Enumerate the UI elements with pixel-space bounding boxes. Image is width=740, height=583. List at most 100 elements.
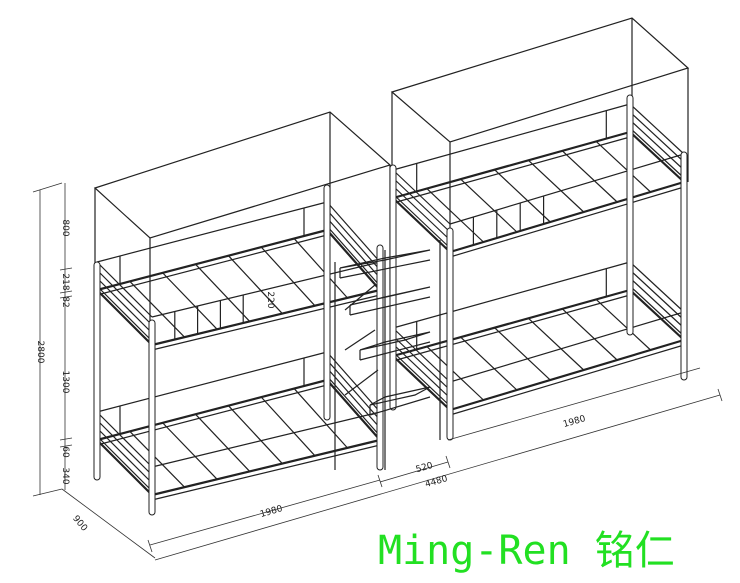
right-bed-canopy bbox=[390, 17, 690, 143]
left-bed-canopy bbox=[93, 111, 392, 239]
ladder-step-edge bbox=[369, 396, 431, 416]
ladder-step-edge bbox=[349, 296, 431, 316]
left-bed-upper-end-panel bbox=[96, 285, 153, 342]
left-bed-post bbox=[323, 184, 331, 421]
right-bed-post bbox=[389, 164, 397, 411]
right-bed-lower-slat bbox=[460, 336, 518, 391]
dim-bottom-clearance: 340 bbox=[60, 467, 70, 484]
left-bed-lower-guardrail bbox=[96, 351, 328, 413]
left-bed-upper-end-panel bbox=[326, 225, 381, 287]
dimension-lines bbox=[32, 182, 723, 561]
dim-total-height: 2800 bbox=[35, 341, 45, 364]
left-bed-upper-slat bbox=[162, 272, 218, 330]
left-bed-upper-end-panel bbox=[96, 269, 153, 326]
left-bed-upper-guardrail bbox=[96, 201, 328, 263]
dim-lower-frame: 60 bbox=[60, 446, 70, 458]
ladder-brace bbox=[344, 329, 376, 351]
right-bed-lower-back-rail bbox=[392, 294, 631, 362]
left-bed-lower-slat bbox=[129, 431, 185, 488]
right-bed-lower-slat bbox=[528, 317, 585, 371]
left-bed-lower-end-panel bbox=[326, 375, 381, 437]
left-bed-upper-slat bbox=[293, 238, 348, 299]
left-bed-lower-front-rail bbox=[151, 438, 381, 497]
left-bed-upper-end-rail bbox=[326, 229, 381, 291]
right-bed-upper-front-rail bbox=[449, 180, 685, 254]
left-bed-upper-slat bbox=[129, 281, 185, 338]
left-bed-lower-front-rail bbox=[151, 444, 381, 501]
right-bed-post bbox=[626, 94, 634, 336]
left-bed-upper-slat bbox=[260, 246, 316, 307]
left-bed-upper-end-panel bbox=[96, 261, 153, 318]
left-bed-upper-back-rail bbox=[96, 228, 328, 292]
left-bed-upper-back-rail bbox=[96, 234, 328, 296]
right-bed-lower-end-panel bbox=[392, 327, 451, 383]
dim-middle-span: 1300 bbox=[60, 371, 70, 394]
brand-watermark: Ming-Ren 铭仁 bbox=[378, 528, 675, 574]
left-bed-lower-end-rail bbox=[96, 439, 153, 496]
right-bed-upper-end-panel bbox=[629, 127, 685, 179]
right-bed-upper-end-panel bbox=[392, 177, 451, 233]
left-bed-lower-end-panel bbox=[326, 367, 381, 429]
right-bed-lower-slat bbox=[494, 327, 551, 381]
right-bed-lower-end-panel bbox=[629, 277, 685, 329]
left-bed-lower-back-rail bbox=[96, 378, 328, 442]
left-bed-upper-guardrail bbox=[151, 261, 381, 318]
right-bed-upper-slat bbox=[528, 159, 585, 213]
bed-structures bbox=[93, 17, 690, 516]
left-bed-upper-end-panel bbox=[96, 277, 153, 334]
left-bed-upper-end-panel bbox=[326, 209, 381, 271]
dim-upper-frame: 82 bbox=[60, 296, 70, 307]
dim-canopy-height: 800 bbox=[60, 219, 70, 236]
left-bed-lower-back-rail bbox=[96, 384, 328, 446]
dim-guardrail-height: 220 bbox=[265, 291, 275, 308]
right-bed-upper-back-rail bbox=[392, 136, 631, 204]
left-bed-upper-slat bbox=[195, 263, 251, 322]
ladder-step-edge bbox=[359, 341, 431, 361]
left-bed-lower-slat bbox=[227, 405, 283, 464]
left-bed-lower-guardrail bbox=[151, 411, 381, 468]
dim-bed-length-right: 1980 bbox=[562, 414, 587, 430]
right-bed-upper-slat bbox=[595, 140, 651, 193]
left-bed-lower-end-panel bbox=[96, 419, 153, 476]
left-bed-lower-slat bbox=[293, 388, 348, 449]
left-bed-upper-front-rail bbox=[151, 288, 381, 347]
right-bed-lower-end-rail bbox=[629, 289, 685, 341]
left-bed-post bbox=[148, 319, 156, 516]
dim-total-length: 4480 bbox=[424, 474, 449, 490]
right-bed-lower-end-panel bbox=[629, 285, 685, 337]
right-bed-lower-front-rail bbox=[449, 344, 685, 416]
right-bed-upper-end-panel bbox=[629, 103, 685, 155]
dim-ladder-width: 520 bbox=[415, 461, 435, 475]
right-bed-upper-guardrail bbox=[449, 153, 685, 225]
right-bed-lower-slat bbox=[426, 346, 484, 401]
right-bed-lower-end-panel bbox=[629, 261, 685, 313]
right-bed-upper-end-panel bbox=[392, 185, 451, 241]
left-bed-lower-slat bbox=[260, 396, 316, 457]
right-bed-upper-end-panel bbox=[392, 169, 451, 225]
ladder-step bbox=[349, 286, 431, 306]
right-bed-upper-end-panel bbox=[629, 111, 685, 163]
right-bed-upper-guardrail bbox=[392, 103, 631, 171]
dim-bed-length-left: 1980 bbox=[259, 504, 284, 520]
right-bed-lower-guardrail bbox=[449, 311, 685, 383]
left-bed-lower-end-panel bbox=[96, 427, 153, 484]
left-bed-upper-front-rail bbox=[151, 294, 381, 351]
right-bed-lower-back-rail bbox=[392, 288, 631, 358]
right-bed-post bbox=[680, 151, 688, 381]
left-bed-lower-end-panel bbox=[96, 435, 153, 492]
right-bed-upper-end-panel bbox=[629, 119, 685, 171]
ladder-brace bbox=[344, 284, 376, 311]
right-bed-lower-slat bbox=[595, 298, 651, 351]
left-bed-post bbox=[376, 244, 384, 471]
left-bed-lower-slat bbox=[162, 422, 218, 480]
right-bed-lower-slat bbox=[561, 308, 618, 361]
dimension-labels: 2800 800 218 82 1300 60 340 900 1980 520… bbox=[35, 219, 587, 533]
ladder-step bbox=[339, 249, 431, 269]
ladder-step-edge bbox=[339, 259, 431, 279]
right-bed-lower-end-rail bbox=[392, 355, 451, 411]
left-bed-upper-end-rail bbox=[96, 289, 153, 346]
left-bed-upper-end-panel bbox=[326, 201, 381, 263]
right-bed-upper-end-rail bbox=[392, 197, 451, 253]
